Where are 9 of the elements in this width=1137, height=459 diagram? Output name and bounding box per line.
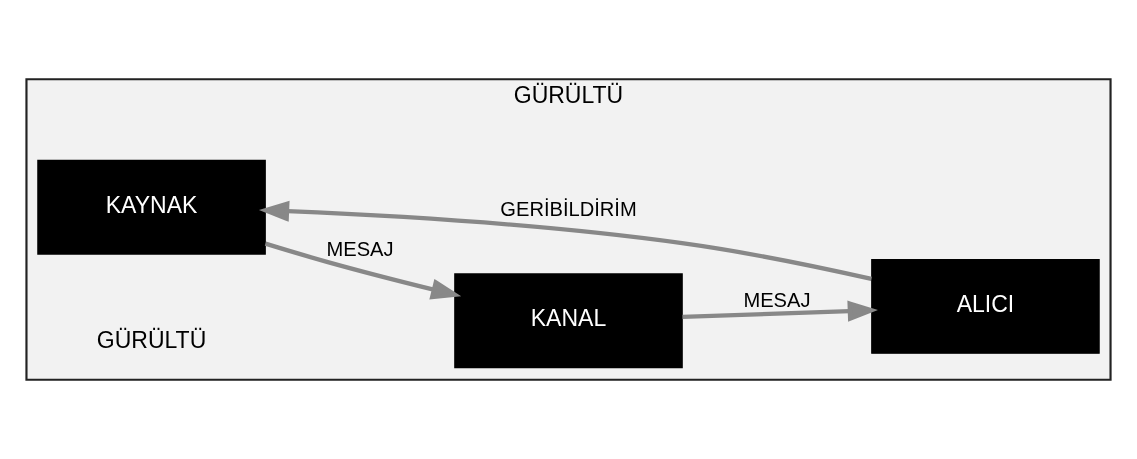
arrow [264, 241, 462, 300]
edge-label: MESAJ [326, 238, 394, 261]
node-box: KANAL [454, 273, 683, 369]
edge-label: GERİBİLDİRİM [500, 198, 637, 221]
arrow [682, 300, 878, 322]
arrow [258, 200, 872, 282]
node-box: KAYNAK [37, 159, 266, 255]
node-box: ALICI [871, 258, 1100, 354]
edge-label: MESAJ [743, 288, 811, 311]
